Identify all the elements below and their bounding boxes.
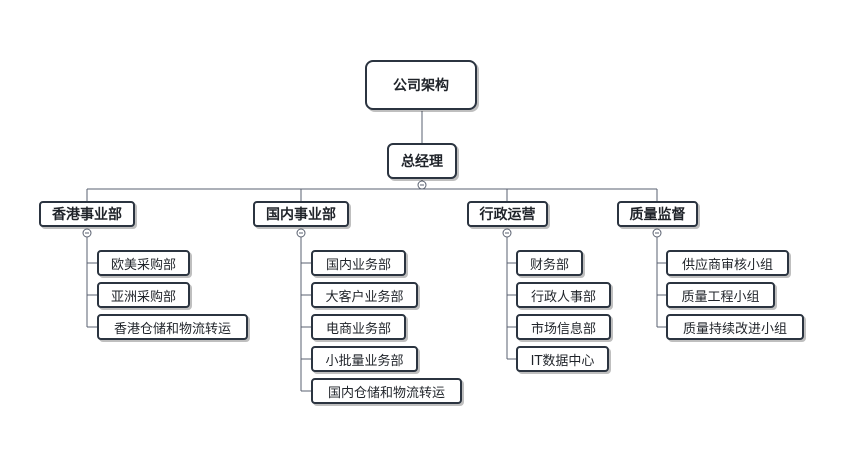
- dept-node-hongkong[interactable]: 香港事业部: [39, 201, 135, 227]
- dept-label: 行政运营: [479, 207, 536, 223]
- leaf-node[interactable]: 质量持续改进小组: [666, 314, 804, 340]
- leaf-label: 亚洲采购部: [110, 289, 176, 305]
- leaf-label: 市场信息部: [530, 321, 596, 337]
- leaf-node[interactable]: 电商业务部: [311, 314, 406, 340]
- leaf-label: 大客户业务部: [325, 289, 404, 305]
- dept-label: 国内事业部: [266, 207, 336, 223]
- leaf-label: 小批量业务部: [325, 353, 404, 369]
- dept-node-domestic[interactable]: 国内事业部: [253, 201, 349, 227]
- minus-circle-icon[interactable]: [82, 228, 92, 238]
- leaf-node[interactable]: 国内仓储和物流转运: [311, 378, 462, 404]
- leaf-node[interactable]: 欧美采购部: [97, 250, 190, 276]
- manager-label: 总经理: [401, 154, 443, 170]
- root-label: 公司架构: [393, 78, 449, 94]
- leaf-label: 行政人事部: [530, 289, 596, 305]
- leaf-label: 欧美采购部: [110, 257, 176, 273]
- leaf-label: IT数据中心: [530, 353, 595, 369]
- dept-node-admin[interactable]: 行政运营: [467, 201, 548, 227]
- leaf-node[interactable]: 小批量业务部: [311, 346, 418, 372]
- leaf-label: 香港仓储和物流转运: [113, 321, 231, 337]
- leaf-node[interactable]: IT数据中心: [516, 346, 609, 372]
- leaf-label: 质量工程小组: [681, 289, 760, 305]
- dept-label: 香港事业部: [52, 207, 122, 223]
- manager-node[interactable]: 总经理: [387, 143, 457, 179]
- leaf-label: 财务部: [529, 257, 569, 273]
- dept-node-quality[interactable]: 质量监督: [617, 201, 698, 227]
- leaf-node[interactable]: 市场信息部: [516, 314, 611, 340]
- leaf-node[interactable]: 行政人事部: [516, 282, 611, 308]
- leaf-label: 电商业务部: [325, 321, 391, 337]
- leaf-node[interactable]: 亚洲采购部: [97, 282, 190, 308]
- leaf-label: 质量持续改进小组: [682, 321, 787, 337]
- leaf-label: 国内业务部: [325, 257, 391, 273]
- leaf-node[interactable]: 供应商审核小组: [666, 250, 789, 276]
- minus-circle-icon[interactable]: [502, 228, 512, 238]
- leaf-node[interactable]: 财务部: [516, 250, 583, 276]
- root-node[interactable]: 公司架构: [365, 60, 477, 110]
- dept-label: 质量监督: [629, 207, 686, 223]
- minus-circle-icon[interactable]: [652, 228, 662, 238]
- leaf-node[interactable]: 香港仓储和物流转运: [97, 314, 248, 340]
- leaf-node[interactable]: 质量工程小组: [666, 282, 775, 308]
- leaf-label: 供应商审核小组: [681, 257, 773, 273]
- leaf-node[interactable]: 大客户业务部: [311, 282, 418, 308]
- minus-circle-icon[interactable]: [417, 180, 427, 190]
- leaf-label: 国内仓储和物流转运: [327, 385, 445, 401]
- leaf-node[interactable]: 国内业务部: [311, 250, 406, 276]
- minus-circle-icon[interactable]: [296, 228, 306, 238]
